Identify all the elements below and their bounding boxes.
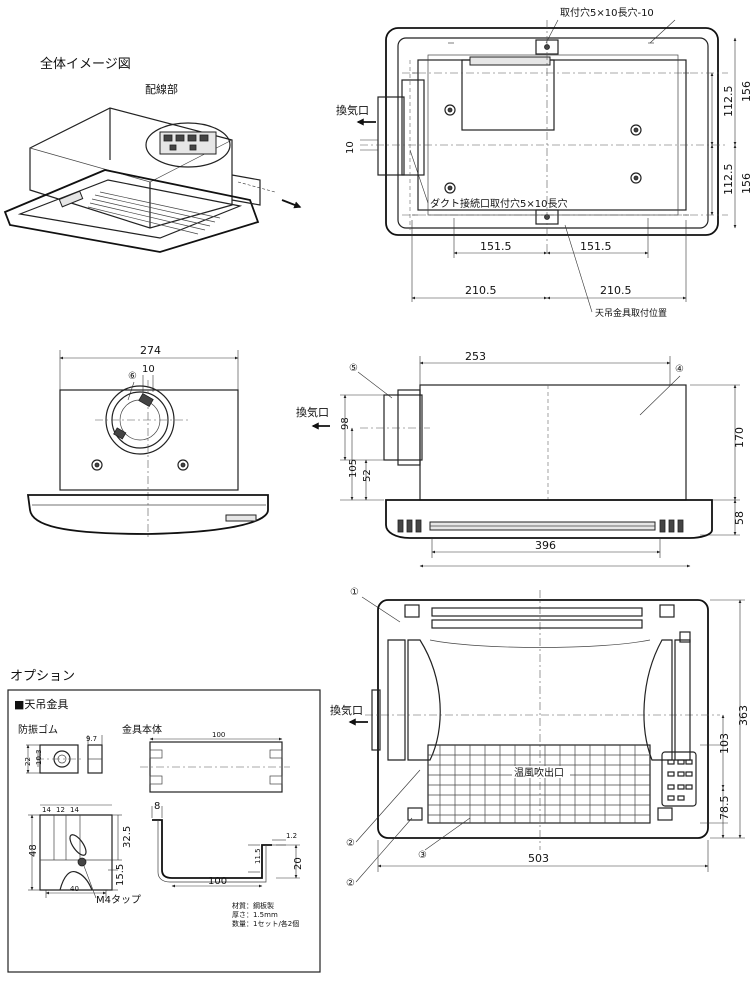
- side-view: 253 ⑤ ④ 換気口 98 105 52 170 58: [296, 350, 746, 568]
- side-dim-52: 52: [362, 469, 373, 482]
- bracket-dim-14-a: 14: [42, 806, 51, 814]
- side-dim-58: 58: [733, 511, 746, 525]
- side-vents: [397, 519, 684, 533]
- side-dim-98: 98: [340, 417, 351, 430]
- body-top-view: [149, 741, 283, 793]
- side-dim-253: 253: [465, 350, 486, 363]
- bottom-dim-363: 363: [737, 705, 750, 726]
- top-dim-156-b: 156: [740, 173, 750, 194]
- bracket-dim-12: 12: [56, 806, 65, 814]
- top-screws: [444, 104, 642, 194]
- bracket-dim-11-5: 11.5: [254, 848, 262, 864]
- rubber-dim-10-3: 10.3: [35, 749, 43, 765]
- bracket-dim-32-5: 32.5: [122, 826, 133, 848]
- bottom-dim-103: 103: [718, 733, 731, 754]
- bracket-dim-100: 100: [208, 876, 227, 887]
- top-dim-151-5-b: 151.5: [580, 240, 612, 253]
- mount-hole-label: 取付穴5×10長穴-10: [560, 6, 654, 19]
- material-note-2: 厚さ：1.5mm: [232, 911, 278, 919]
- option-box: [7, 689, 321, 973]
- top-bottom-dims: 151.5 151.5 210.5 210.5: [411, 218, 687, 302]
- control-panel: [661, 751, 697, 807]
- top-dim-112-5-a: 112.5: [722, 86, 735, 118]
- bottom-dim-78-5: 78.5: [718, 796, 731, 821]
- bottom-callout-1: ①: [350, 587, 359, 598]
- top-dim-210-5-b: 210.5: [600, 284, 632, 297]
- top-exhaust-label: 換気口: [336, 103, 369, 117]
- top-dim-112-5-b: 112.5: [722, 164, 735, 196]
- side-dim-105: 105: [348, 459, 359, 478]
- grill-mesh: [428, 745, 650, 823]
- bottom-dim-503: 503: [528, 852, 549, 865]
- bracket-side-profile: [152, 819, 272, 879]
- hanger-position-label: 天吊金具取付位置: [595, 307, 667, 319]
- bracket-dim-48: 48: [28, 844, 39, 857]
- bracket-dim-20: 20: [293, 857, 304, 870]
- perspective-title: 全体イメージ図: [40, 56, 131, 72]
- tap-label: M4タップ: [96, 894, 141, 906]
- bracket-front: [39, 814, 113, 891]
- perspective-grill-lines: [87, 191, 221, 235]
- side-exhaust-label: 換気口: [296, 405, 329, 419]
- top-dim-10: 10: [345, 141, 356, 154]
- bracket-dim-40: 40: [70, 885, 79, 893]
- material-note-1: 材質：鋼板製: [232, 901, 274, 910]
- top-dim-151-5-a: 151.5: [480, 240, 512, 253]
- side-dim-170: 170: [733, 427, 746, 448]
- bottom-callout-2a: ②: [346, 838, 355, 849]
- option-section: オプション ■天吊金具 防振ゴム 金具本体 22 10.3 9.7 100: [7, 669, 321, 973]
- bracket-dim-1-2: 1.2: [286, 832, 297, 840]
- wiring-label: 配線部: [145, 82, 178, 96]
- top-dim-156-a: 156: [740, 81, 750, 102]
- front-view: 274 10 ⑥: [26, 344, 269, 540]
- rubber-label: 防振ゴム: [18, 723, 58, 736]
- body-dim-100-top: 100: [212, 731, 225, 739]
- side-callout-4: ④: [675, 364, 684, 375]
- duct-hole-label: ダクト接続口取付穴5×10長穴: [430, 197, 567, 210]
- hanger-title: ■天吊金具: [14, 697, 68, 711]
- top-right-dims: 112.5 112.5 156 156: [710, 37, 750, 229]
- bottom-callout-3: ③: [418, 850, 427, 861]
- bracket-dim-14-b: 14: [70, 806, 79, 814]
- warm-air-outlet-label: 温風吹出口: [514, 766, 564, 779]
- rubber-dim-9-7: 9.7: [86, 735, 97, 743]
- front-dim-274: 274: [140, 344, 161, 357]
- wiring-detail-bubble: [145, 122, 231, 168]
- side-dim-396: 396: [535, 539, 556, 552]
- material-note-3: 数量：1セット/各2個: [232, 919, 299, 928]
- warm-air-grill: [427, 744, 651, 824]
- front-dim-10: 10: [142, 364, 155, 375]
- option-title: オプション: [10, 669, 75, 684]
- perspective-view: 全体イメージ図 配線部: [3, 56, 302, 253]
- front-callout-6: ⑥: [128, 371, 137, 382]
- bottom-callout-2b: ②: [346, 878, 355, 889]
- bracket-dim-15-5: 15.5: [115, 864, 126, 886]
- top-view: 取付穴5×10長穴-10: [336, 6, 750, 319]
- top-dim-210-5-a: 210.5: [465, 284, 497, 297]
- bottom-exhaust-label: 換気口: [330, 703, 363, 717]
- body-label: 金具本体: [122, 723, 162, 736]
- side-callout-5: ⑤: [349, 363, 358, 374]
- rubber-dim-22: 22: [24, 757, 32, 766]
- bracket-dim-8: 8: [154, 801, 160, 812]
- bottom-view: ① 温風吹出口: [330, 587, 750, 889]
